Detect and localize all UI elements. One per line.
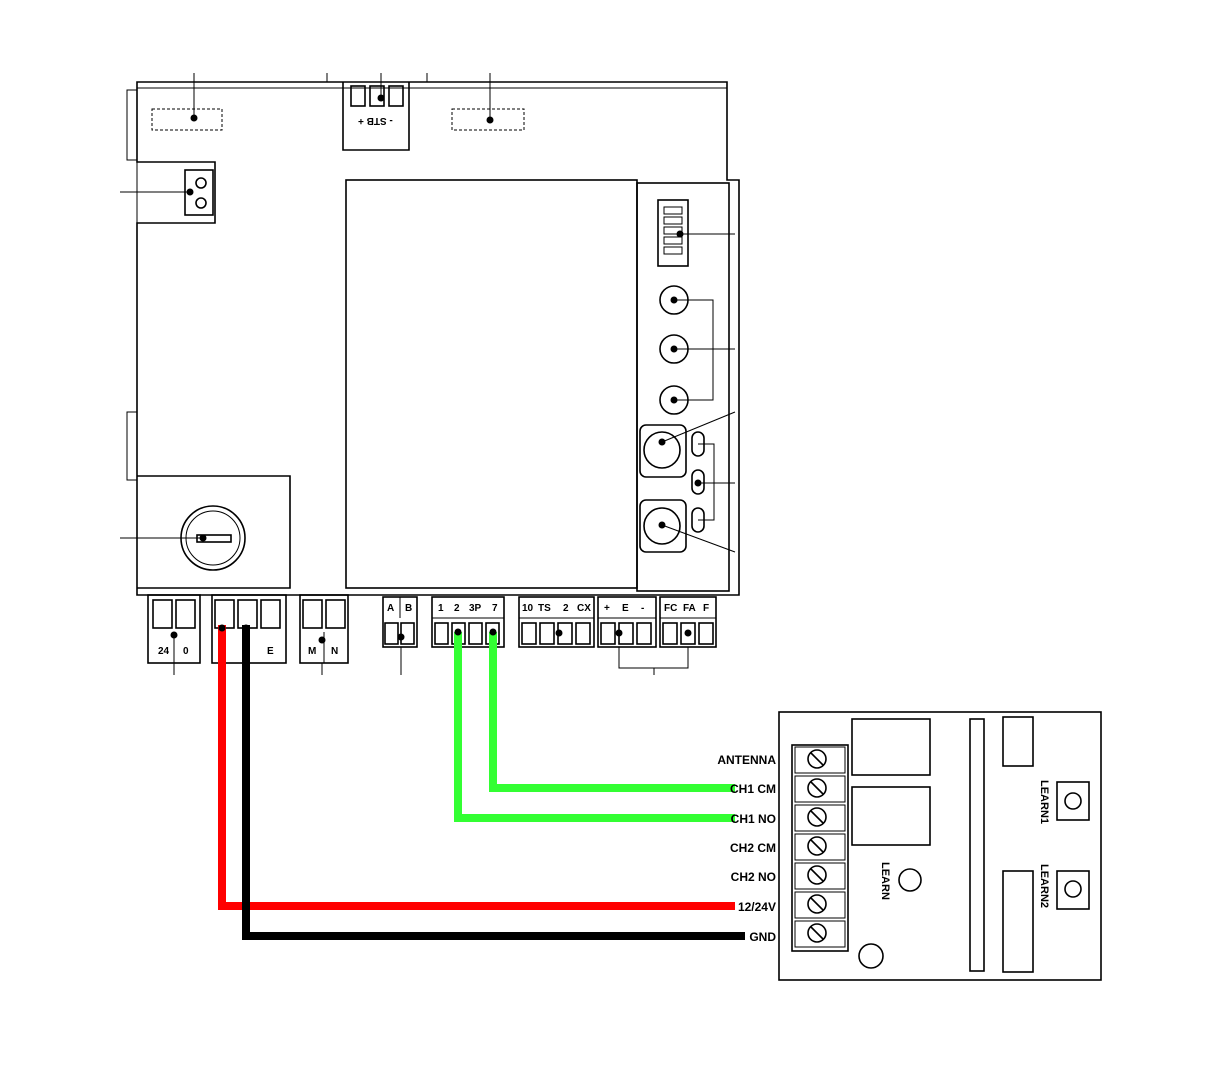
terminal-label-0: 0 (183, 646, 189, 657)
wire-green-ch1-no (454, 632, 735, 822)
terminal-label-2b: 2 (563, 603, 569, 614)
learn2-label: LEARN2 (1038, 864, 1050, 908)
terminal-strip: 24 0 E M N A B (147, 594, 717, 675)
receiver-chip (1002, 716, 1034, 767)
learn1-button[interactable]: LEARN1 (1038, 780, 1090, 824)
label-ch1-no: CH1 NO (731, 812, 776, 826)
terminal-label-fc: FC (664, 603, 677, 614)
terminal-label-cx: CX (577, 603, 591, 614)
label-12-24v: 12/24V (738, 900, 776, 914)
screw-block-left (120, 169, 214, 216)
receiver-mount-hole (858, 943, 884, 969)
terminal-block-10-ts-2-cx: 10 TS 2 CX (518, 596, 595, 648)
label-ch1-cm: CH1 CM (730, 782, 776, 796)
antenna-strip (969, 718, 985, 972)
terminal-label-plus: + (604, 603, 610, 614)
terminal-label-minus: - (641, 603, 644, 614)
learn1-label: LEARN1 (1038, 780, 1050, 824)
receiver-crystal (1002, 870, 1034, 973)
label-antenna: ANTENNA (717, 753, 776, 767)
control-board: - STB + (120, 73, 740, 596)
terminal-label-24: 24 (158, 646, 170, 657)
label-gnd: GND (749, 930, 776, 944)
terminal-label-1: 1 (438, 603, 444, 614)
receiver-screw-terminals (794, 746, 846, 948)
terminal-label-fa: FA (683, 603, 696, 614)
terminal-block-fc-fa-f: FC FA F (659, 596, 717, 648)
terminal-label-3p: 3P (469, 603, 482, 614)
terminal-label-10: 10 (522, 603, 534, 614)
learn-led-label: LEARN (879, 862, 891, 900)
stb-label: - STB + (358, 115, 393, 126)
terminal-label-f: F (703, 603, 709, 614)
wires (218, 624, 745, 940)
label-ch2-no: CH2 NO (731, 870, 776, 884)
fuse-holder (120, 475, 291, 589)
terminal-label-2: 2 (454, 603, 460, 614)
wire-red-12-24v (218, 625, 735, 910)
dashed-component-left (151, 73, 223, 131)
terminal-label-n: N (331, 646, 338, 657)
learn2-button[interactable]: LEARN2 (1038, 864, 1090, 910)
terminal-label-a: A (387, 603, 394, 614)
relay-ch1 (851, 718, 931, 776)
learn-led (898, 868, 922, 892)
terminal-block-a-b: A B (382, 596, 418, 675)
terminal-block-1-2-3p-7: 1 2 3P 7 (431, 596, 505, 648)
dashed-component-right (451, 73, 525, 131)
receiver-terminal-labels: ANTENNA CH1 CM CH1 NO CH2 CM CH2 NO 12/2… (717, 753, 776, 944)
stb-connector: - STB + (326, 73, 428, 151)
label-ch2-cm: CH2 CM (730, 841, 776, 855)
terminal-block-plus-e-minus: + E - (597, 596, 657, 648)
terminal-label-ts: TS (538, 603, 551, 614)
receiver-module: LEARN LEARN1 LEARN2 (778, 711, 1102, 981)
terminal-label-e2: E (622, 603, 629, 614)
terminal-label-m: M (308, 646, 316, 657)
terminal-block-24-0: 24 0 (147, 594, 201, 675)
terminal-label-e: E (267, 646, 274, 657)
right-panel (636, 182, 736, 592)
wire-black-gnd (242, 625, 745, 940)
central-module (345, 179, 638, 589)
terminal-label-7: 7 (492, 603, 498, 614)
relay-ch2 (851, 786, 931, 846)
terminal-label-b: B (405, 603, 412, 614)
terminal-block-m-n: M N (299, 594, 349, 675)
wire-green-ch1-cm (489, 632, 735, 792)
